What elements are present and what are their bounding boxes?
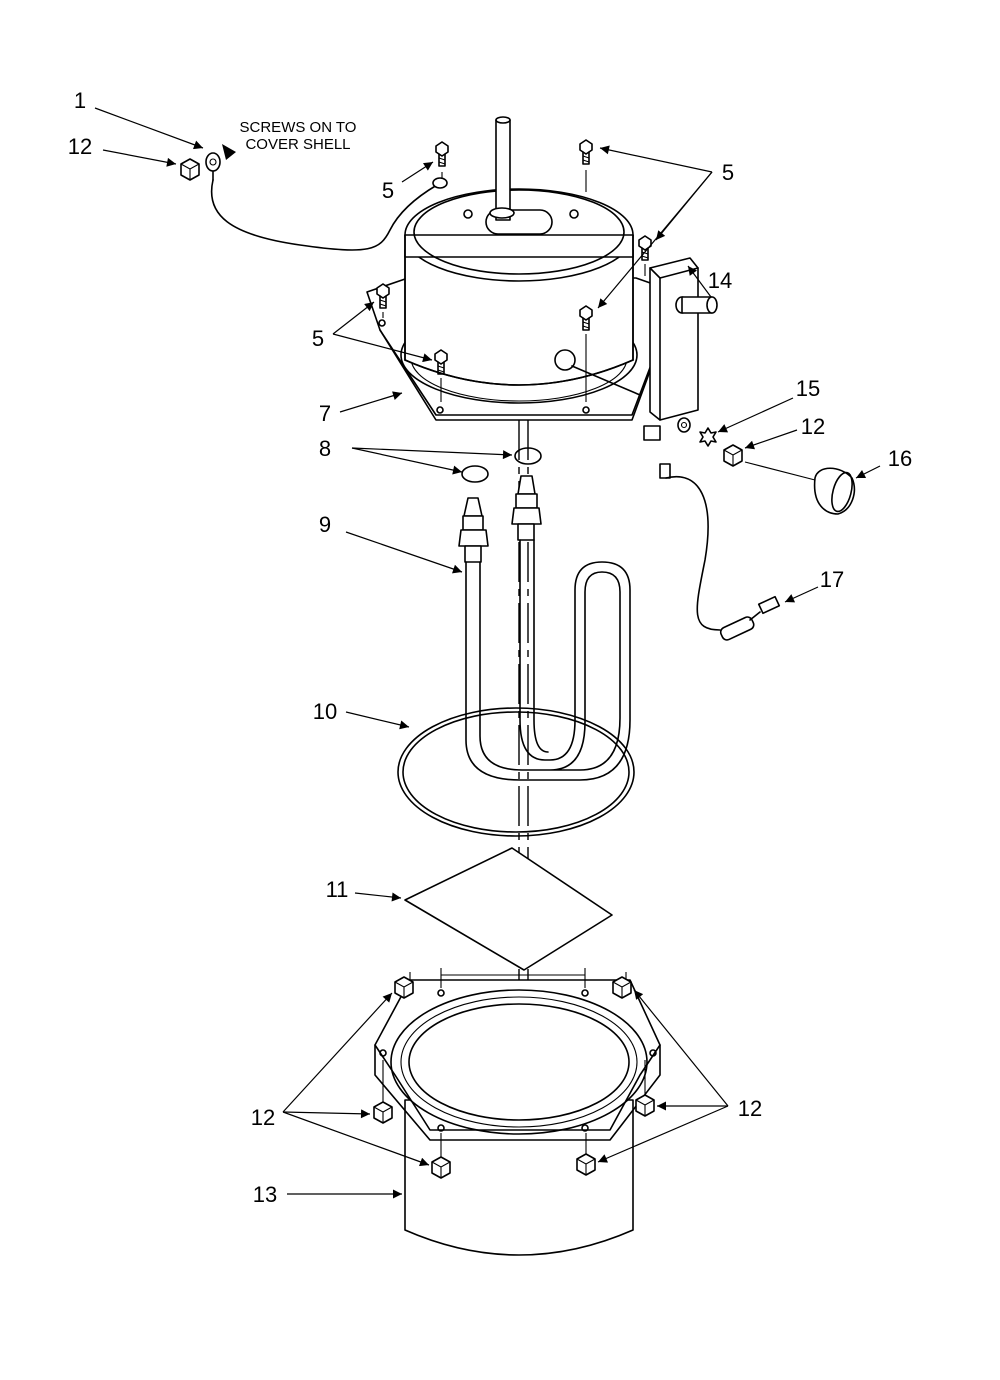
- screw: [579, 305, 593, 331]
- leader-lines: [94, 107, 881, 1199]
- hex-nut: [576, 1153, 596, 1176]
- callout-1: 1: [74, 88, 86, 113]
- callout-7: 7: [319, 401, 331, 426]
- heater-shaft: [489, 116, 515, 221]
- heating-element: [458, 475, 631, 781]
- base-nuts: [373, 976, 655, 1179]
- callout-16: 16: [888, 446, 912, 471]
- callout-8: 8: [319, 436, 331, 461]
- control-knob: [813, 467, 856, 515]
- callout-5-top-left: 5: [382, 178, 394, 203]
- large-gasket: [397, 707, 635, 837]
- cover-shell: [404, 188, 641, 396]
- hex-nut: [612, 976, 632, 999]
- callout-12-base-left: 12: [251, 1105, 275, 1130]
- callout-11: 11: [326, 877, 349, 902]
- note-line-1: SCREWS ON TO: [240, 119, 357, 136]
- wire-connector: [719, 595, 781, 641]
- o-rings: [461, 447, 542, 483]
- callout-15: 15: [796, 376, 820, 401]
- hex-nut: [373, 1101, 393, 1124]
- hex-nut: [635, 1094, 655, 1117]
- screw: [435, 141, 449, 167]
- callout-5-left: 5: [312, 326, 324, 351]
- ground-wire-assembly: [180, 152, 448, 251]
- callout-9: 9: [319, 512, 331, 537]
- callout-12-ground-nut: 12: [68, 134, 92, 159]
- screw: [376, 283, 390, 309]
- screw: [638, 235, 652, 261]
- hex-nut: [180, 158, 200, 181]
- screw-set: [376, 139, 652, 402]
- insulation-pad: [404, 847, 613, 971]
- star-washer: [699, 427, 717, 447]
- note-line-2: COVER SHELL: [245, 136, 350, 153]
- hex-nut: [723, 444, 743, 467]
- callout-5-top-right: 5: [722, 160, 734, 185]
- screw: [434, 349, 448, 375]
- callout-17: 17: [820, 567, 844, 592]
- callout-13: 13: [253, 1182, 277, 1207]
- thermostat-switch: [643, 257, 816, 631]
- callout-10: 10: [313, 699, 337, 724]
- hex-nut: [431, 1156, 451, 1179]
- callout-12-switch-nut: 12: [801, 414, 825, 439]
- ring-terminal: [205, 152, 221, 181]
- callout-14: 14: [708, 268, 732, 293]
- screw: [579, 139, 593, 165]
- callout-12-base-right: 12: [738, 1096, 762, 1121]
- tank-base: [374, 968, 661, 1256]
- hex-nut: [394, 976, 414, 999]
